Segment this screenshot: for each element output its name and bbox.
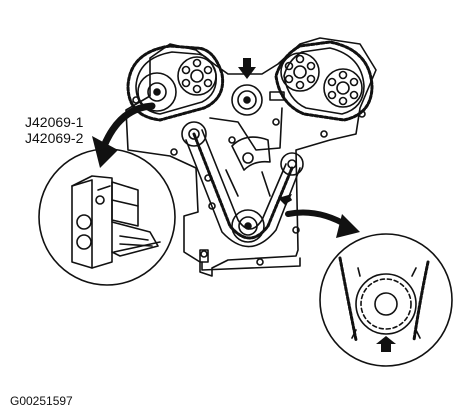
left-cam-sprocket-1: [137, 72, 177, 112]
chain-tensioner: [225, 136, 271, 197]
tool-number-1: J42069-1: [25, 114, 84, 130]
up-arrow-icon: [376, 336, 396, 352]
cover-tabs: [199, 91, 285, 263]
figure-id: G00251597: [10, 394, 73, 408]
right-cam-sprocket-1: [280, 52, 320, 92]
crank-mark-arrow-icon: [278, 194, 293, 206]
center-idler-sprocket: [231, 84, 263, 116]
right-cam-sprocket-2: [323, 68, 363, 108]
right-callout-arrow: [285, 209, 360, 238]
upper-idler-left: [181, 121, 207, 147]
crank-detail-inset: [319, 233, 453, 367]
left-cam-sprocket-2: [177, 56, 217, 96]
primary-chain: [185, 129, 301, 248]
tool-number-2: J42069-2: [25, 130, 84, 146]
cover-bolts: [132, 96, 366, 266]
left-callout-arrow: [92, 102, 156, 168]
crank-sprocket: [231, 209, 265, 243]
tool-detail-inset: [38, 148, 176, 286]
center-down-arrow-icon: [238, 58, 256, 79]
upper-idler-right: [280, 152, 304, 176]
engine-front-cover: [125, 37, 377, 277]
